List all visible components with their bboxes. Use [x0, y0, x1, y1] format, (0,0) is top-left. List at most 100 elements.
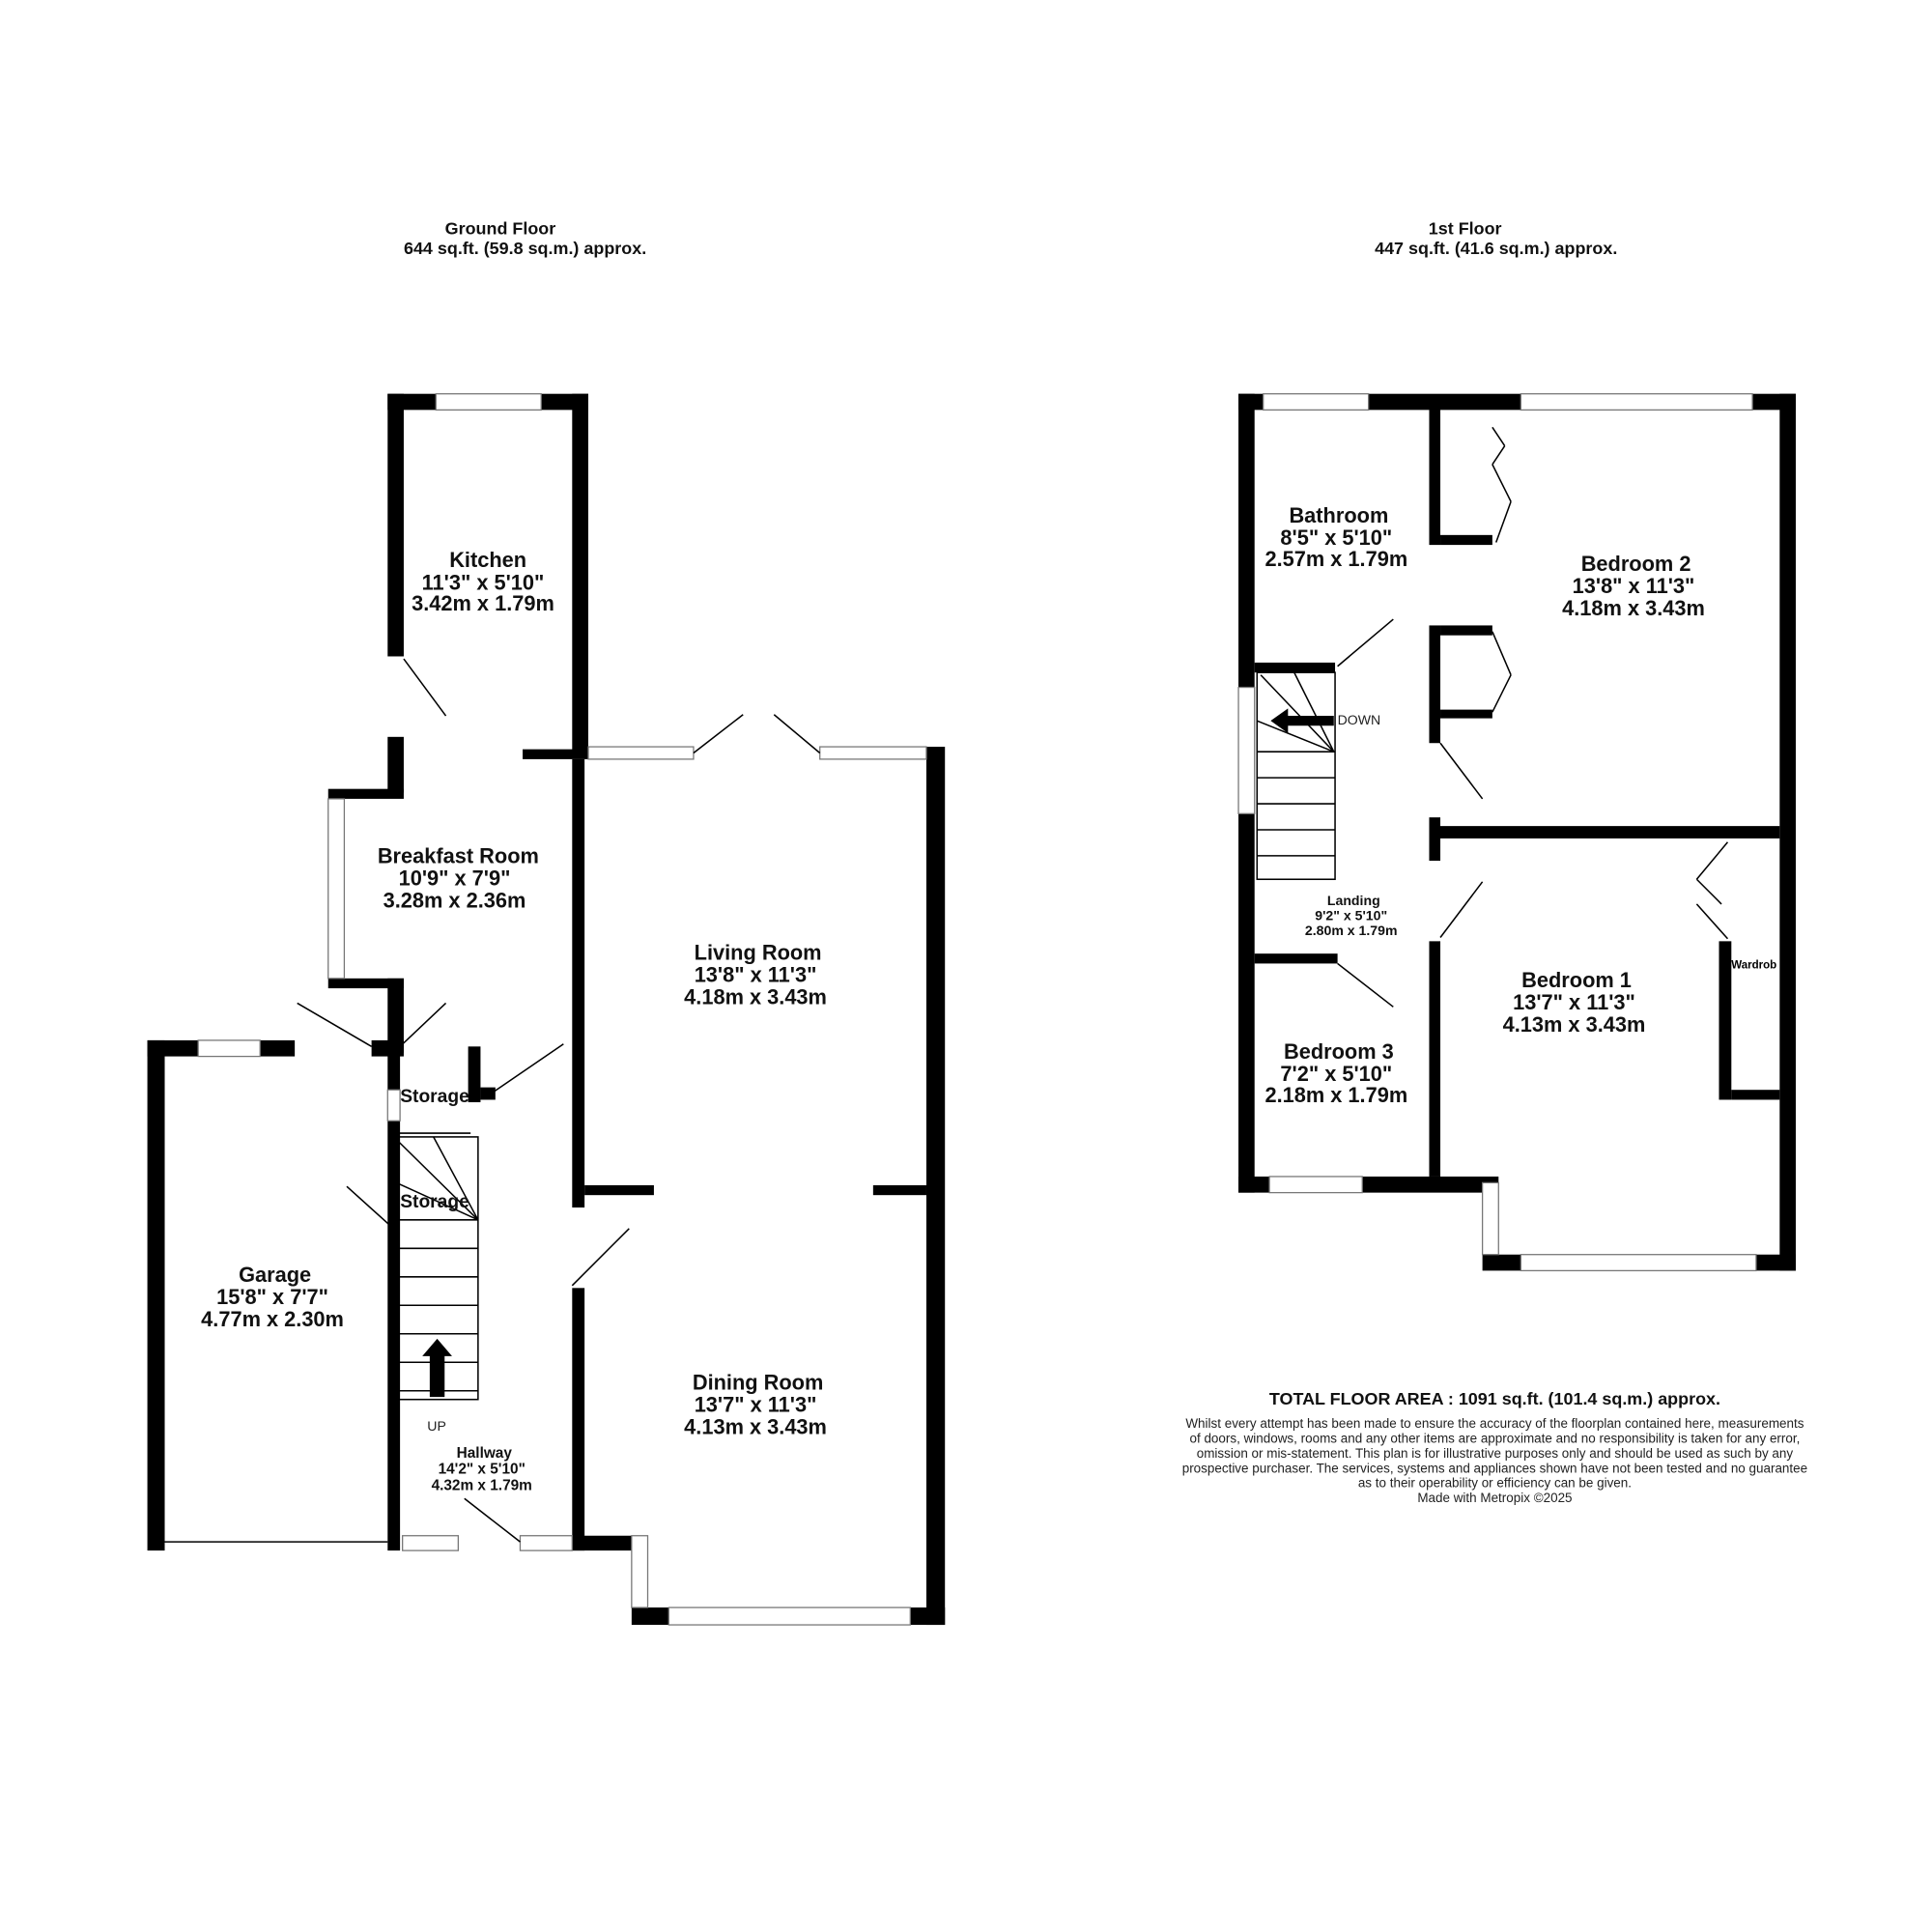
wall [1482, 1254, 1521, 1271]
wall [327, 978, 404, 989]
room-name: Breakfast Room [378, 844, 539, 868]
wall [1362, 1176, 1499, 1193]
room-dims-metric: 2.57m x 1.79m [1264, 547, 1407, 571]
room-garage: Garage 15'8" x 7'7" 4.77m x 2.30m [201, 1263, 344, 1331]
wall [1368, 393, 1521, 411]
room-dims-imperial: 10'9" x 7'9" [399, 867, 511, 891]
wardrobe-door [1492, 674, 1512, 713]
wall [925, 747, 946, 1626]
credit: Made with Metropix ©2025 [1417, 1491, 1572, 1505]
room-name: Bedroom 2 [1581, 552, 1691, 576]
room-dims-imperial: 13'7" x 11'3" [1513, 990, 1635, 1014]
stair-winder [1293, 671, 1335, 753]
wardrobe-door [1695, 903, 1729, 940]
room-storage-2: Storage [400, 1192, 469, 1212]
wardrobe-door [1492, 426, 1506, 446]
disclaimer-line: omission or mis-statement. This plan is … [1197, 1446, 1794, 1461]
arrow-up-icon [422, 1338, 452, 1398]
total-floor-area: TOTAL FLOOR AREA : 1091 sq.ft. (101.4 sq… [1269, 1389, 1720, 1408]
room-dims-imperial: 13'8" x 11'3" [1573, 574, 1695, 598]
door [1337, 962, 1394, 1008]
room-dims-imperial: 9'2" x 5'10" [1315, 908, 1387, 923]
room-bedroom-3: Bedroom 3 7'2" x 5'10" 2.18m x 1.79m [1264, 1039, 1407, 1107]
wall [1254, 662, 1336, 673]
wall [1440, 625, 1492, 636]
room-name: Kitchen [449, 548, 526, 572]
room-dims-metric: 4.32m x 1.79m [432, 1477, 532, 1493]
wardrobe-label: Wardrob [1731, 960, 1776, 972]
room-name: Bathroom [1289, 503, 1388, 527]
wall [572, 758, 585, 1208]
stair-winder [1256, 720, 1335, 753]
wall [387, 393, 437, 411]
room-name: Bedroom 3 [1284, 1039, 1394, 1064]
ground-floor-area: 644 sq.ft. (59.8 sq.m.) approx. [404, 239, 646, 258]
ground-floor-title: Ground Floor [445, 218, 556, 238]
room-dims-imperial: 15'8" x 7'7" [216, 1285, 328, 1309]
room-name: Hallway [457, 1445, 513, 1462]
wall [468, 1046, 481, 1103]
window [197, 1039, 261, 1058]
staircase [1256, 671, 1336, 881]
arrow-down-icon [1270, 708, 1334, 733]
wall [147, 1039, 165, 1551]
wall [387, 393, 404, 657]
stair-winder [433, 1136, 479, 1221]
wall [480, 1087, 496, 1100]
wall [1238, 393, 1264, 411]
wall [371, 1039, 404, 1057]
room-breakfast: Breakfast Room 10'9" x 7'9" 3.28m x 2.36… [378, 844, 539, 913]
door [346, 1185, 397, 1232]
wall [1429, 941, 1441, 1177]
room-name: Garage [239, 1263, 311, 1287]
window [1263, 393, 1370, 411]
wardrobe-door [1492, 631, 1512, 676]
room-dims-metric: 3.42m x 1.79m [412, 591, 554, 615]
room-landing: Landing 9'2" x 5'10" 2.80m x 1.79m [1305, 893, 1398, 938]
stair-winder [1260, 674, 1335, 753]
room-dims-metric: 4.13m x 3.43m [1503, 1012, 1646, 1037]
wall [872, 1184, 926, 1196]
room-name: Dining Room [693, 1370, 824, 1394]
door [1337, 618, 1394, 668]
disclaimer-line: Whilst every attempt has been made to en… [1185, 1416, 1804, 1431]
first-floor-title: 1st Floor [1429, 218, 1502, 238]
stairs-down-label: DOWN [1338, 712, 1381, 727]
room-name: Living Room [695, 941, 822, 965]
first-floor-area: 447 sq.ft. (41.6 sq.m.) approx. [1375, 239, 1617, 258]
wall [572, 1288, 585, 1551]
wall [572, 393, 588, 756]
wall [584, 1184, 654, 1196]
wall [1779, 393, 1796, 1271]
wall [1238, 1176, 1270, 1193]
walls [147, 393, 1796, 1626]
window [1237, 686, 1256, 814]
door [1439, 742, 1484, 800]
wall [1440, 709, 1492, 719]
window [402, 1535, 460, 1551]
window [587, 746, 695, 760]
room-name: Landing [1327, 893, 1380, 908]
disclaimer-line: of doors, windows, rooms and any other i… [1189, 1432, 1800, 1446]
window [1481, 1181, 1499, 1256]
door [693, 714, 744, 754]
room-kitchen: Kitchen 11'3" x 5'10" 3.42m x 1.79m [412, 548, 554, 615]
room-dims-metric: 2.80m x 1.79m [1305, 923, 1398, 938]
room-storage-1: Storage [400, 1087, 469, 1107]
room-dining: Dining Room 13'7" x 11'3" 4.13m x 3.43m [684, 1370, 827, 1438]
room-dims-metric: 4.13m x 3.43m [684, 1415, 827, 1439]
wall [572, 1535, 644, 1551]
wardrobe-door [1492, 445, 1506, 466]
stair-winder [395, 1181, 479, 1221]
wall [1440, 534, 1492, 546]
door [464, 1497, 521, 1543]
door [1439, 881, 1484, 938]
wall [387, 736, 404, 793]
room-dims-metric: 4.18m x 3.43m [1562, 596, 1705, 620]
room-dims-imperial: 7'2" x 5'10" [1280, 1062, 1392, 1086]
window [1520, 1254, 1757, 1272]
wardrobe-door [1494, 500, 1512, 543]
wall [260, 1039, 296, 1057]
door [403, 658, 447, 717]
staircase [395, 1136, 479, 1401]
